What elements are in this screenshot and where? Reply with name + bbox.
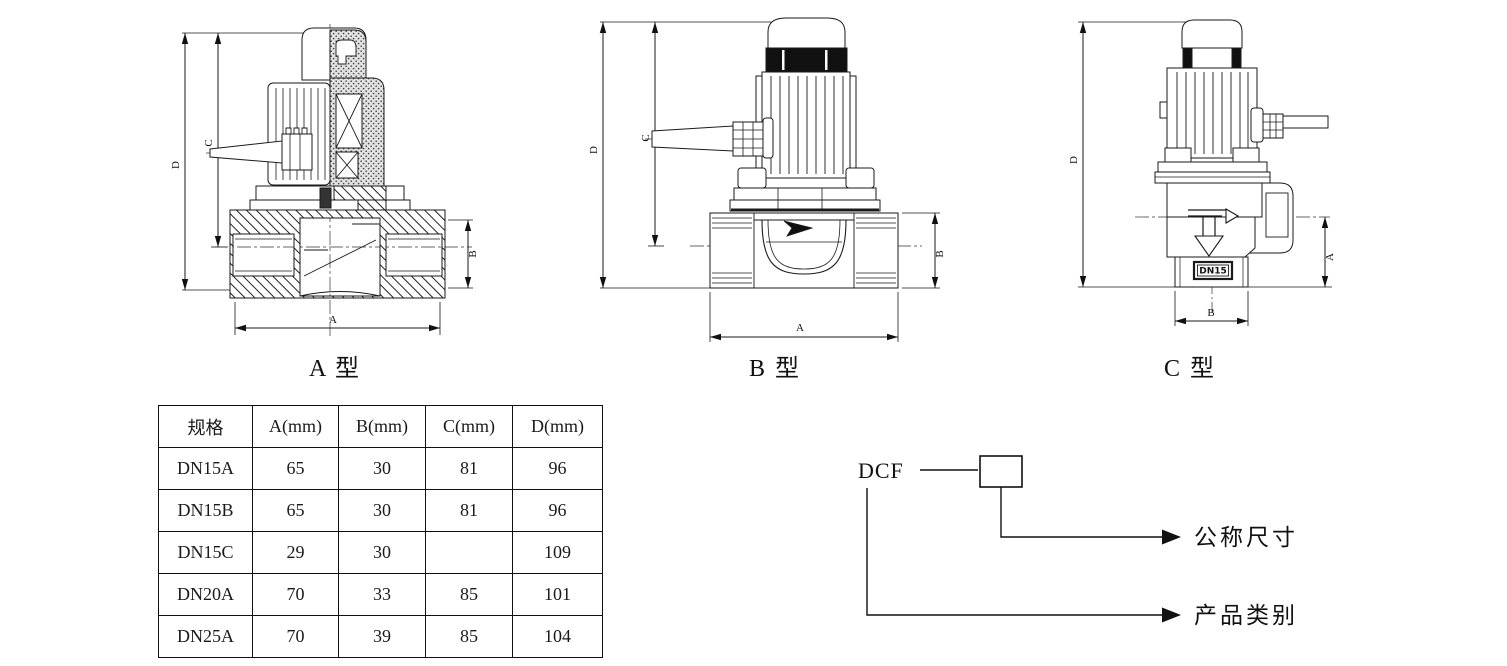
type-b-dim-d-label: D: [590, 146, 600, 154]
product-code: DCF: [858, 458, 904, 483]
cell-spec: DN15C: [158, 531, 253, 574]
arrowhead-category: [1162, 607, 1181, 623]
type-b-dim-c-label: C: [640, 134, 652, 141]
cell-b: 30: [338, 447, 426, 490]
cell-b: 39: [338, 615, 426, 658]
cell-spec: DN15B: [158, 489, 253, 532]
type-c-caption: C 型: [1163, 356, 1216, 382]
table-row: DN15A 65 30 81 96: [158, 447, 603, 490]
product-category-label: 产品类别: [1194, 603, 1298, 628]
model-naming-diagram: DCF 公称尺寸 产品类别: [858, 455, 1298, 628]
cell-d: 104: [512, 615, 603, 658]
type-b-caption: B 型: [748, 356, 801, 382]
cell-a: 70: [252, 615, 339, 658]
col-header-spec: 规格: [158, 405, 253, 448]
cell-b: 33: [338, 573, 426, 616]
cell-b: 30: [338, 489, 426, 532]
type-b-dim-a-label: A: [796, 322, 804, 334]
cell-d: 96: [512, 489, 603, 532]
cell-c: 81: [425, 489, 513, 532]
cell-spec: DN15A: [158, 447, 253, 490]
cell-c: 85: [425, 615, 513, 658]
dimension-spec-table: 规格 A(mm) B(mm) C(mm) D(mm) DN15A 65 30 8…: [158, 405, 603, 658]
type-c-valve-drawing: DN15 D A B: [1068, 19, 1336, 326]
col-header-c: C(mm): [425, 405, 513, 448]
cell-spec: DN20A: [158, 573, 253, 616]
type-a-dim-c-label: C: [203, 139, 215, 146]
cell-b: 30: [338, 531, 426, 574]
cell-d: 101: [512, 573, 603, 616]
table-row: DN15C 29 30 109: [158, 531, 603, 574]
cell-c: 81: [425, 447, 513, 490]
cell-c: 85: [425, 573, 513, 616]
type-c-dim-d-label: D: [1068, 156, 1080, 164]
cell-c: [425, 531, 513, 574]
cell-d: 96: [512, 447, 603, 490]
col-header-d: D(mm): [512, 405, 603, 448]
size-code-box: [979, 455, 1023, 488]
table-header-row: 规格 A(mm) B(mm) C(mm) D(mm): [158, 405, 603, 448]
type-a-caption: A 型: [308, 356, 361, 382]
table-row: DN20A 70 33 85 101: [158, 573, 603, 616]
type-c-port-size-badge: DN15: [1199, 267, 1227, 277]
cell-a: 65: [252, 489, 339, 532]
type-a-dim-d-label: D: [170, 161, 182, 169]
type-b-dim-b-label: B: [934, 250, 946, 257]
cell-a: 65: [252, 447, 339, 490]
type-c-dim-b-label: B: [1207, 307, 1214, 319]
type-a-dim-a-label: A: [329, 314, 337, 326]
table-row: DN15B 65 30 81 96: [158, 489, 603, 532]
table-row: DN25A 70 39 85 104: [158, 615, 603, 658]
cell-a: 70: [252, 573, 339, 616]
nominal-size-label: 公称尺寸: [1194, 525, 1298, 550]
type-b-valve-drawing: D C B A: [590, 17, 946, 342]
type-a-valve-drawing: D C B A: [170, 24, 479, 336]
type-c-dim-a-label: A: [1324, 253, 1336, 261]
cell-d: 109: [512, 531, 603, 574]
col-header-b: B(mm): [338, 405, 426, 448]
cell-a: 29: [252, 531, 339, 574]
arrowhead-nominal-size: [1162, 529, 1181, 545]
col-header-a: A(mm): [252, 405, 339, 448]
cell-spec: DN25A: [158, 615, 253, 658]
type-a-dim-b-label: B: [467, 250, 479, 257]
